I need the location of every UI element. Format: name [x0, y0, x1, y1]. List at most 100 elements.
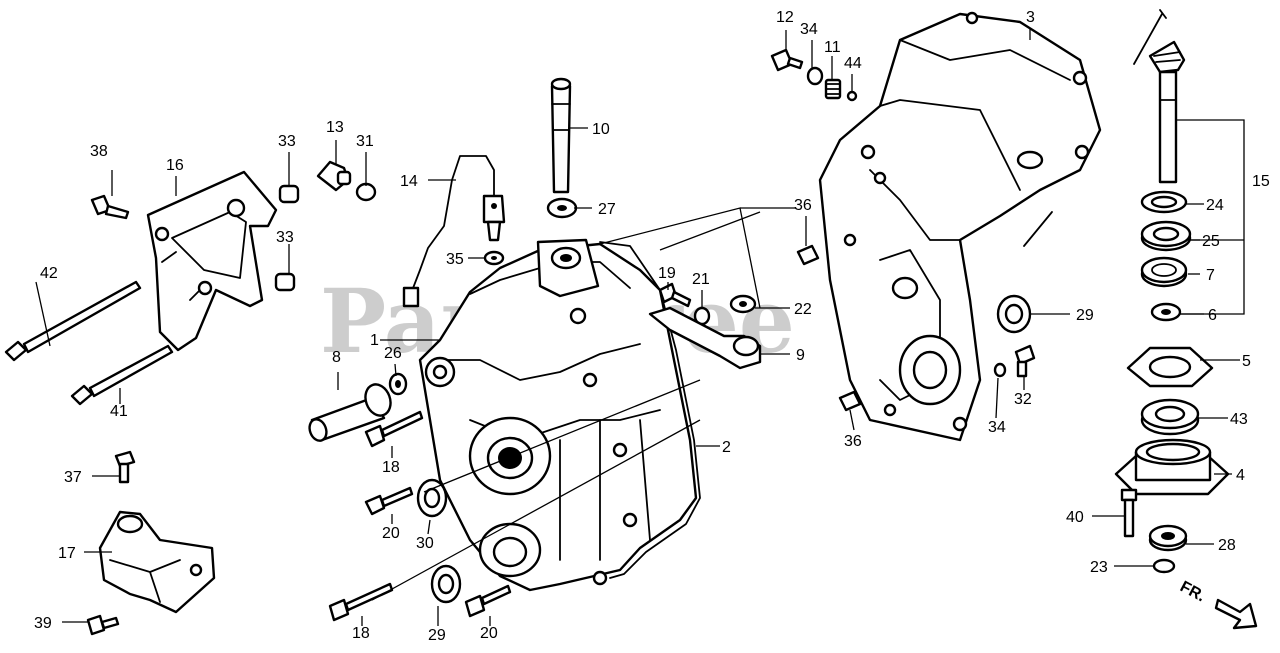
bolt-part-18-upper — [364, 410, 424, 448]
callout-labels: 1 2 3 4 5 6 7 8 9 10 11 12 13 14 15 16 1… — [34, 9, 1270, 644]
bolt-part-20-upper — [364, 486, 414, 516]
callout-29-lower: 29 — [428, 627, 446, 644]
bolt-part-12 — [770, 48, 804, 72]
bolt-part-39 — [86, 614, 120, 636]
callout-4: 4 — [1236, 467, 1245, 484]
bolt-part-32 — [1014, 344, 1036, 378]
gasket-part-5 — [1126, 346, 1214, 388]
nut-part-33-lower — [274, 272, 296, 292]
callout-2: 2 — [722, 439, 731, 456]
callout-35: 35 — [446, 251, 464, 268]
assembly-direction-arrow-lower — [1023, 211, 1053, 247]
o-ring-part-31 — [355, 182, 377, 202]
shaft-part-15 — [1148, 40, 1186, 184]
callout-43: 43 — [1230, 411, 1248, 428]
callout-39: 39 — [34, 615, 52, 632]
callout-18-upper: 18 — [382, 459, 400, 476]
bolt-part-20-lower — [464, 584, 512, 618]
callout-11: 11 — [824, 39, 841, 56]
callout-10: 10 — [592, 121, 610, 138]
bracket-part-17 — [98, 510, 216, 614]
callout-44: 44 — [844, 55, 862, 72]
bearing-part-43 — [1140, 398, 1200, 436]
bolt-part-42 — [4, 280, 142, 362]
callout-3: 3 — [1026, 9, 1035, 26]
callout-21: 21 — [692, 271, 710, 288]
callout-23: 23 — [1090, 559, 1108, 576]
gasket-part-2 — [599, 241, 701, 579]
callout-8: 8 — [332, 349, 341, 366]
plug-part-13 — [316, 160, 352, 192]
callout-27: 27 — [598, 201, 616, 218]
callout-42: 42 — [40, 265, 58, 282]
callout-24: 24 — [1206, 197, 1224, 214]
leader-lines — [35, 28, 1245, 626]
washer-part-23 — [1152, 558, 1176, 574]
bolt-part-18-lower — [328, 582, 394, 622]
callout-34-lower: 34 — [988, 419, 1006, 436]
bolt-part-37 — [114, 450, 136, 484]
callout-16: 16 — [166, 157, 184, 174]
callout-19: 19 — [658, 265, 676, 282]
callout-37: 37 — [64, 469, 82, 486]
callout-36-upper: 36 — [794, 197, 812, 214]
shift-arm-part-9 — [648, 306, 762, 370]
callout-33-lower: 33 — [276, 229, 294, 246]
shaft-part-10 — [550, 77, 572, 194]
front-orientation-label: FR. — [1177, 578, 1208, 605]
dowel-pin-part-36-lower — [838, 390, 862, 412]
callout-17: 17 — [58, 545, 76, 562]
washer-part-26 — [388, 372, 408, 396]
callout-38: 38 — [90, 143, 108, 160]
washer-part-34-upper — [806, 66, 824, 86]
callout-18-lower: 18 — [352, 625, 370, 642]
washer-part-24 — [1140, 190, 1188, 214]
callout-22: 22 — [794, 301, 812, 318]
transmission-case-part-1 — [418, 238, 698, 592]
callout-15: 15 — [1252, 173, 1270, 190]
callout-30: 30 — [416, 535, 434, 552]
callout-28: 28 — [1218, 537, 1236, 554]
bolt-part-38 — [90, 194, 130, 220]
bearing-part-25 — [1140, 220, 1192, 252]
callout-6: 6 — [1208, 307, 1217, 324]
callout-20-lower: 20 — [480, 625, 498, 642]
callout-20-upper: 20 — [382, 525, 400, 542]
bearing-part-28 — [1148, 524, 1188, 552]
spring-part-11 — [824, 78, 842, 100]
ball-part-44 — [846, 90, 858, 102]
bolt-part-41 — [70, 344, 174, 406]
assembly-direction-arrow-upper — [1133, 9, 1167, 65]
callout-13: 13 — [326, 119, 344, 136]
callout-14: 14 — [400, 173, 418, 190]
nut-part-33-upper — [278, 184, 300, 204]
callout-31: 31 — [356, 133, 374, 150]
callout-41: 41 — [110, 403, 128, 420]
washer-part-35 — [483, 250, 505, 266]
callout-34-upper: 34 — [800, 21, 818, 38]
callout-33-upper: 33 — [278, 133, 296, 150]
dowel-pin-part-36-upper — [796, 244, 820, 266]
callout-26: 26 — [384, 345, 402, 362]
callout-9: 9 — [796, 347, 805, 364]
housing-part-4 — [1114, 438, 1230, 496]
seal-part-22 — [729, 294, 757, 314]
callout-7: 7 — [1206, 267, 1215, 284]
callout-32: 32 — [1014, 391, 1032, 408]
callout-29-upper: 29 — [1076, 307, 1094, 324]
callout-40: 40 — [1066, 509, 1084, 526]
shaft-part-8 — [308, 383, 392, 442]
bolt-part-40 — [1120, 488, 1138, 538]
seal-part-29-upper — [996, 294, 1032, 334]
bracket-part-16 — [146, 170, 278, 352]
callout-36-lower: 36 — [844, 433, 862, 450]
bearing-part-29-lower — [430, 564, 462, 604]
cover-part-3 — [818, 11, 1102, 442]
callout-1: 1 — [370, 332, 379, 349]
front-arrow-icon — [1214, 598, 1258, 630]
washer-part-34-lower — [993, 362, 1007, 378]
seal-part-27 — [546, 197, 578, 219]
seal-part-30 — [416, 478, 448, 518]
